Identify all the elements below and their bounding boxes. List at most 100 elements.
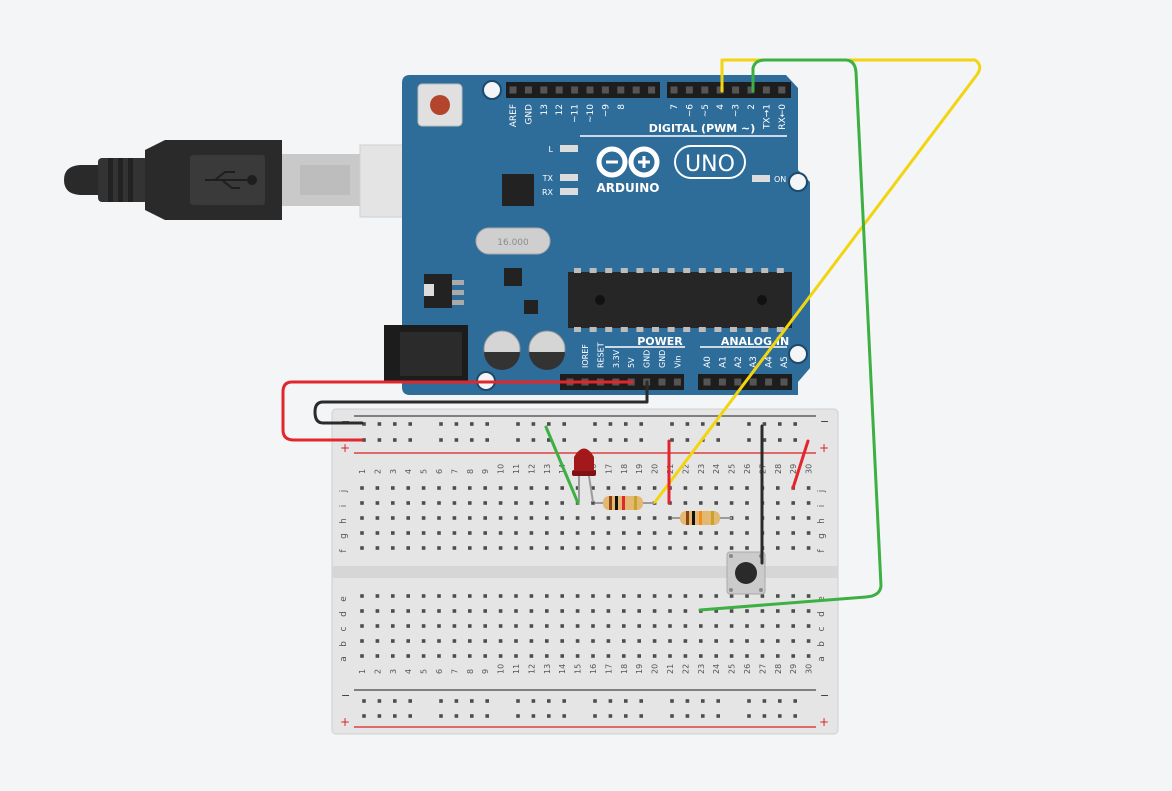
- breadboard-hole[interactable]: [547, 714, 551, 718]
- breadboard-hole[interactable]: [498, 609, 503, 613]
- breadboard-hole[interactable]: [591, 546, 595, 550]
- breadboard-hole[interactable]: [652, 531, 657, 535]
- breadboard-hole[interactable]: [575, 624, 580, 628]
- breadboard-hole[interactable]: [729, 501, 734, 505]
- breadboard-hole[interactable]: [762, 699, 767, 703]
- breadboard-hole[interactable]: [452, 639, 457, 643]
- breadboard-hole[interactable]: [685, 714, 690, 718]
- breadboard-hole[interactable]: [375, 546, 380, 550]
- breadboard-hole[interactable]: [406, 516, 410, 520]
- breadboard-hole[interactable]: [714, 624, 718, 628]
- breadboard-hole[interactable]: [593, 699, 597, 703]
- breadboard-hole[interactable]: [668, 516, 672, 520]
- breadboard-hole[interactable]: [529, 516, 534, 520]
- breadboard-hole[interactable]: [393, 714, 397, 718]
- breadboard-hole[interactable]: [699, 654, 703, 658]
- header-pin[interactable]: [571, 86, 579, 94]
- breadboard-hole[interactable]: [791, 654, 795, 658]
- header-pin[interactable]: [732, 86, 740, 94]
- breadboard-hole[interactable]: [637, 624, 641, 628]
- breadboard-hole[interactable]: [806, 609, 811, 613]
- breadboard-hole[interactable]: [529, 609, 534, 613]
- breadboard-hole[interactable]: [729, 609, 734, 613]
- breadboard-hole[interactable]: [639, 438, 643, 442]
- breadboard-hole[interactable]: [375, 486, 380, 490]
- breadboard-hole[interactable]: [791, 501, 795, 505]
- breadboard-hole[interactable]: [729, 594, 734, 598]
- breadboard-hole[interactable]: [485, 714, 489, 718]
- breadboard-hole[interactable]: [498, 594, 503, 598]
- breadboard-hole[interactable]: [776, 654, 780, 658]
- breadboard-hole[interactable]: [608, 699, 613, 703]
- breadboard-hole[interactable]: [545, 531, 549, 535]
- breadboard-hole[interactable]: [529, 624, 534, 628]
- breadboard-hole[interactable]: [745, 516, 749, 520]
- breadboard-hole[interactable]: [498, 654, 503, 658]
- breadboard-hole[interactable]: [760, 654, 765, 658]
- breadboard-hole[interactable]: [668, 546, 672, 550]
- breadboard-hole[interactable]: [531, 422, 536, 426]
- breadboard-hole[interactable]: [360, 594, 364, 598]
- breadboard-hole[interactable]: [560, 594, 564, 598]
- breadboard-hole[interactable]: [778, 699, 782, 703]
- breadboard-hole[interactable]: [762, 714, 767, 718]
- breadboard-hole[interactable]: [360, 609, 364, 613]
- breadboard-hole[interactable]: [575, 594, 580, 598]
- breadboard-hole[interactable]: [483, 486, 487, 490]
- breadboard-hole[interactable]: [545, 624, 549, 628]
- breadboard-hole[interactable]: [591, 609, 595, 613]
- breadboard-hole[interactable]: [531, 714, 536, 718]
- breadboard-hole[interactable]: [776, 486, 780, 490]
- breadboard-hole[interactable]: [545, 594, 549, 598]
- breadboard-hole[interactable]: [668, 531, 672, 535]
- breadboard-hole[interactable]: [452, 546, 457, 550]
- breadboard-hole[interactable]: [606, 486, 611, 490]
- breadboard-hole[interactable]: [699, 594, 703, 598]
- breadboard-hole[interactable]: [562, 699, 566, 703]
- breadboard-hole[interactable]: [545, 486, 549, 490]
- header-pin[interactable]: [762, 86, 770, 94]
- header-pin[interactable]: [632, 86, 640, 94]
- breadboard-hole[interactable]: [806, 654, 811, 658]
- breadboard-hole[interactable]: [483, 624, 487, 628]
- breadboard-hole[interactable]: [762, 438, 767, 442]
- breadboard-hole[interactable]: [593, 422, 597, 426]
- breadboard-hole[interactable]: [514, 486, 518, 490]
- breadboard-hole[interactable]: [622, 531, 626, 535]
- breadboard-hole[interactable]: [516, 714, 520, 718]
- breadboard-hole[interactable]: [406, 531, 410, 535]
- breadboard-hole[interactable]: [391, 531, 395, 535]
- breadboard-hole[interactable]: [437, 654, 441, 658]
- wire-led-to-pin4[interactable]: [653, 58, 982, 504]
- breadboard-hole[interactable]: [452, 594, 457, 598]
- breadboard-hole[interactable]: [745, 654, 749, 658]
- header-pin[interactable]: [701, 86, 709, 94]
- breadboard-hole[interactable]: [699, 546, 703, 550]
- breadboard-hole[interactable]: [514, 624, 518, 628]
- header-pin[interactable]: [749, 378, 757, 386]
- breadboard-hole[interactable]: [483, 501, 487, 505]
- breadboard-hole[interactable]: [377, 422, 382, 426]
- breadboard-hole[interactable]: [714, 594, 718, 598]
- breadboard-hole[interactable]: [747, 699, 751, 703]
- breadboard-hole[interactable]: [747, 438, 751, 442]
- breadboard-hole[interactable]: [375, 516, 380, 520]
- breadboard-hole[interactable]: [454, 422, 459, 426]
- breadboard-hole[interactable]: [776, 546, 780, 550]
- breadboard-hole[interactable]: [716, 714, 720, 718]
- header-pin[interactable]: [601, 86, 609, 94]
- breadboard-hole[interactable]: [421, 654, 426, 658]
- breadboard-hole[interactable]: [514, 531, 518, 535]
- breadboard-hole[interactable]: [454, 699, 459, 703]
- breadboard-hole[interactable]: [714, 546, 718, 550]
- breadboard-hole[interactable]: [514, 654, 518, 658]
- header-pin[interactable]: [670, 86, 678, 94]
- breadboard-hole[interactable]: [452, 486, 457, 490]
- breadboard-hole[interactable]: [608, 438, 613, 442]
- breadboard-hole[interactable]: [406, 501, 410, 505]
- breadboard-hole[interactable]: [699, 639, 703, 643]
- breadboard-hole[interactable]: [531, 438, 536, 442]
- breadboard-hole[interactable]: [637, 594, 641, 598]
- breadboard-hole[interactable]: [683, 639, 688, 643]
- breadboard-hole[interactable]: [529, 594, 534, 598]
